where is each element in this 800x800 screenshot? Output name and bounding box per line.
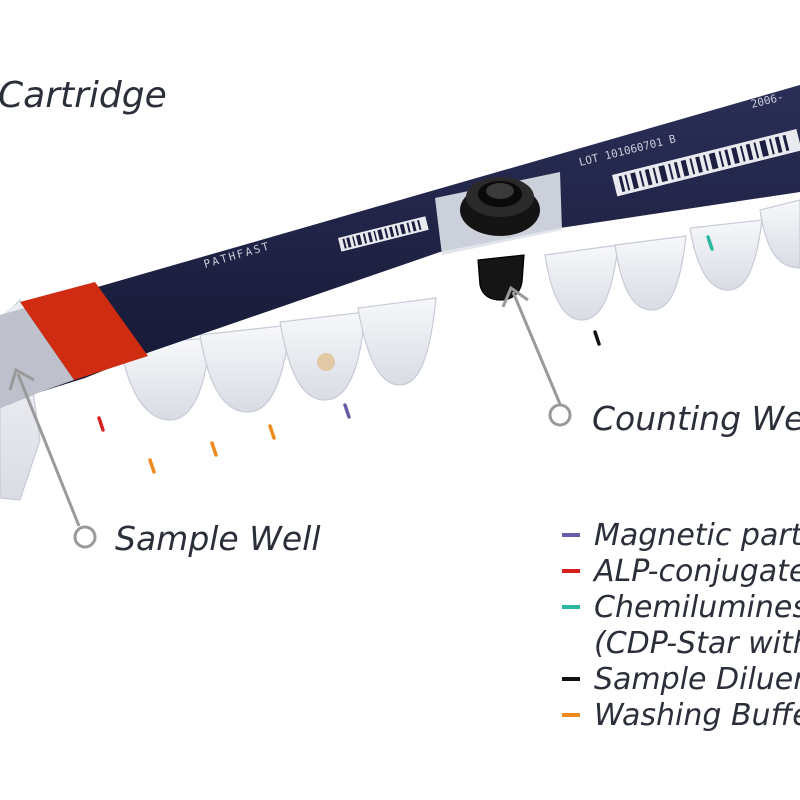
legend-item: (CDP-Star with <box>594 626 800 661</box>
mark-diluent <box>595 332 599 344</box>
legend-item: Washing Buffe <box>594 698 800 733</box>
well <box>200 325 290 412</box>
well <box>760 200 800 268</box>
well <box>358 298 436 385</box>
well <box>615 236 686 310</box>
counting-well-cap <box>460 177 540 236</box>
sample-well-label: Sample Well <box>115 519 321 558</box>
mark-alp <box>99 418 103 430</box>
callout-counting-well <box>503 288 570 425</box>
legend-item: Chemilumines <box>594 590 800 625</box>
mark-magnetic <box>345 405 349 417</box>
counting-well-label: Counting We <box>592 399 800 438</box>
legend-item: Sample Diluen <box>594 662 800 697</box>
mark-wash <box>150 460 154 472</box>
legend: Magnetic partuALP-conjugateChemilumines(… <box>562 518 800 733</box>
diagram-title: Cartridge <box>0 75 167 116</box>
legend-item: Magnetic partu <box>594 518 800 553</box>
well <box>690 220 762 290</box>
mark-wash <box>212 443 216 455</box>
legend-item: ALP-conjugate <box>592 554 800 589</box>
well <box>545 245 618 320</box>
mark-wash <box>270 426 274 438</box>
sample-liquid <box>317 353 335 371</box>
